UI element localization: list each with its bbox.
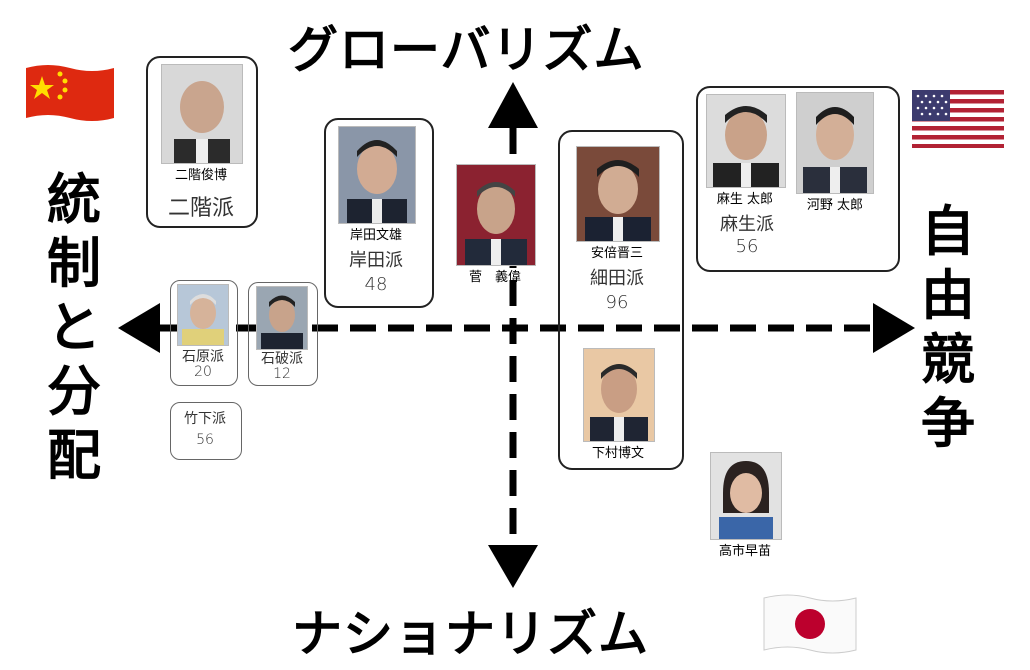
arrow-down-icon: [488, 545, 538, 588]
axis-label-left: 統制と分配: [47, 168, 101, 487]
takeshita-group-box: [170, 402, 242, 460]
aso-portrait: [706, 94, 786, 188]
aso-name: 麻生 太郎: [716, 192, 774, 207]
ishihara-group-box: [170, 280, 238, 386]
kono-name: 河野 太郎: [806, 198, 864, 213]
ishihara-portrait: [177, 284, 229, 346]
arrow-up-icon: [488, 82, 538, 128]
kishida-name: 岸田文雄: [349, 228, 402, 243]
arrow-right-icon: [873, 303, 915, 353]
ishihara-count: 20: [194, 364, 212, 380]
axis-label-right: 自由競争: [921, 200, 975, 455]
suga-portrait: [456, 164, 536, 266]
takaichi-portrait: [710, 452, 782, 540]
nikai-portrait: [161, 64, 243, 164]
nikai-name: 二階俊博: [174, 168, 227, 183]
china-flag-icon: [26, 65, 114, 121]
takaichi-name: 高市早苗: [718, 544, 771, 559]
kishida-portrait: [338, 126, 416, 224]
ishiba-group-box: [248, 282, 318, 386]
abe-portrait: [576, 146, 660, 242]
hosoda-count: 96: [605, 292, 629, 313]
takeshita-count: 56: [196, 432, 214, 448]
shimomura-name: 下村博文: [591, 446, 644, 461]
hosoda-group-box: [558, 130, 684, 470]
aso-count: 56: [735, 236, 759, 257]
kishida-count: 48: [364, 274, 388, 295]
ishihara-faction: 石原派: [182, 349, 224, 365]
kono-portrait: [796, 92, 874, 194]
suga-name: 菅 義偉: [468, 270, 521, 285]
nikai-group-box: [146, 56, 258, 228]
arrow-left-icon: [118, 303, 160, 353]
shimomura-portrait: [583, 348, 655, 442]
aso-faction: 麻生派: [720, 214, 774, 235]
takeshita-faction: 竹下派: [184, 411, 226, 427]
hosoda-faction: 細田派: [590, 268, 644, 289]
aso-group-box: [696, 86, 900, 272]
ishiba-portrait: [256, 286, 308, 350]
axis-label-bottom: ナショナリズム: [292, 605, 649, 663]
ishiba-count: 12: [273, 366, 291, 382]
axis-label-top: グローバリズム: [288, 21, 645, 79]
nikai-faction: 二階派: [167, 196, 234, 221]
usa-flag-icon: [912, 90, 1004, 148]
japan-flag-icon: [763, 594, 857, 654]
abe-name: 安倍晋三: [590, 246, 643, 261]
kishida-group-box: [324, 118, 434, 308]
kishida-faction: 岸田派: [349, 250, 403, 271]
ishiba-faction: 石破派: [261, 351, 303, 367]
